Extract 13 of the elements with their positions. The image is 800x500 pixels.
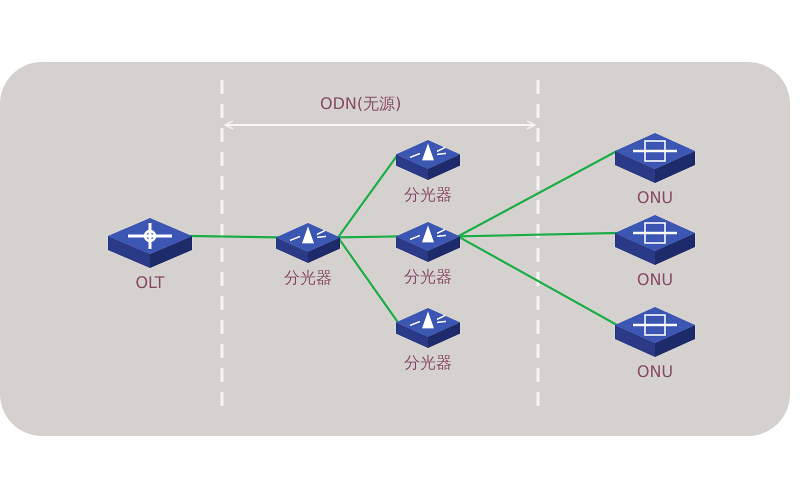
dimension-label: ODN(无源) <box>320 95 402 113</box>
fiber-line <box>338 235 398 238</box>
fiber-line <box>190 234 278 238</box>
device-label: ONU <box>636 271 674 289</box>
fiber-line <box>457 150 618 238</box>
device-label: 分光器 <box>404 186 452 204</box>
device-label: 分光器 <box>284 269 332 287</box>
device-label: 分光器 <box>404 354 452 372</box>
device-label: OLT <box>135 274 165 292</box>
device-label: ONU <box>636 189 674 207</box>
fiber-line <box>458 232 618 238</box>
device-label: ONU <box>636 363 674 381</box>
device-label: 分光器 <box>404 268 452 286</box>
